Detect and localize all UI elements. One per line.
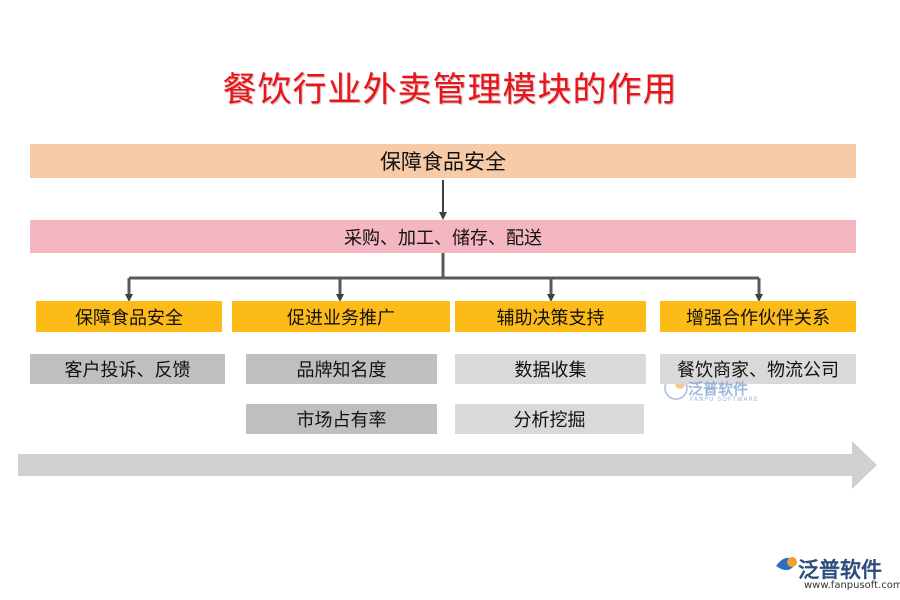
- timeline-arrow: [18, 441, 877, 489]
- tag-merchants-logistics: 餐饮商家、物流公司: [660, 354, 856, 384]
- brand-name: 泛普软件: [798, 558, 882, 582]
- tag-customer-feedback: 客户投诉、反馈: [30, 354, 225, 384]
- tag-data-collection: 数据收集: [455, 354, 646, 384]
- brand-logo-icon: [776, 557, 797, 571]
- tag-analysis-mining: 分析挖掘: [455, 404, 644, 434]
- watermark-name: 泛普软件: [688, 380, 749, 398]
- category-decision-support: 辅助决策支持: [455, 301, 646, 332]
- tag-brand-awareness: 品牌知名度: [246, 354, 437, 384]
- process-bar: 采购、加工、储存、配送: [30, 220, 856, 253]
- category-food-safety: 保障食品安全: [36, 301, 222, 332]
- category-business-promotion: 促进业务推广: [232, 301, 450, 332]
- top-goal-bar: 保障食品安全: [30, 144, 856, 178]
- diagram-title: 餐饮行业外卖管理模块的作用: [222, 70, 678, 110]
- watermark-subtitle: FANPU SOFTWARE: [690, 396, 759, 403]
- brand-url: www.fanpusoft.com: [804, 580, 900, 591]
- category-partnership: 增强合作伙伴关系: [660, 301, 856, 332]
- tag-market-share: 市场占有率: [246, 404, 437, 434]
